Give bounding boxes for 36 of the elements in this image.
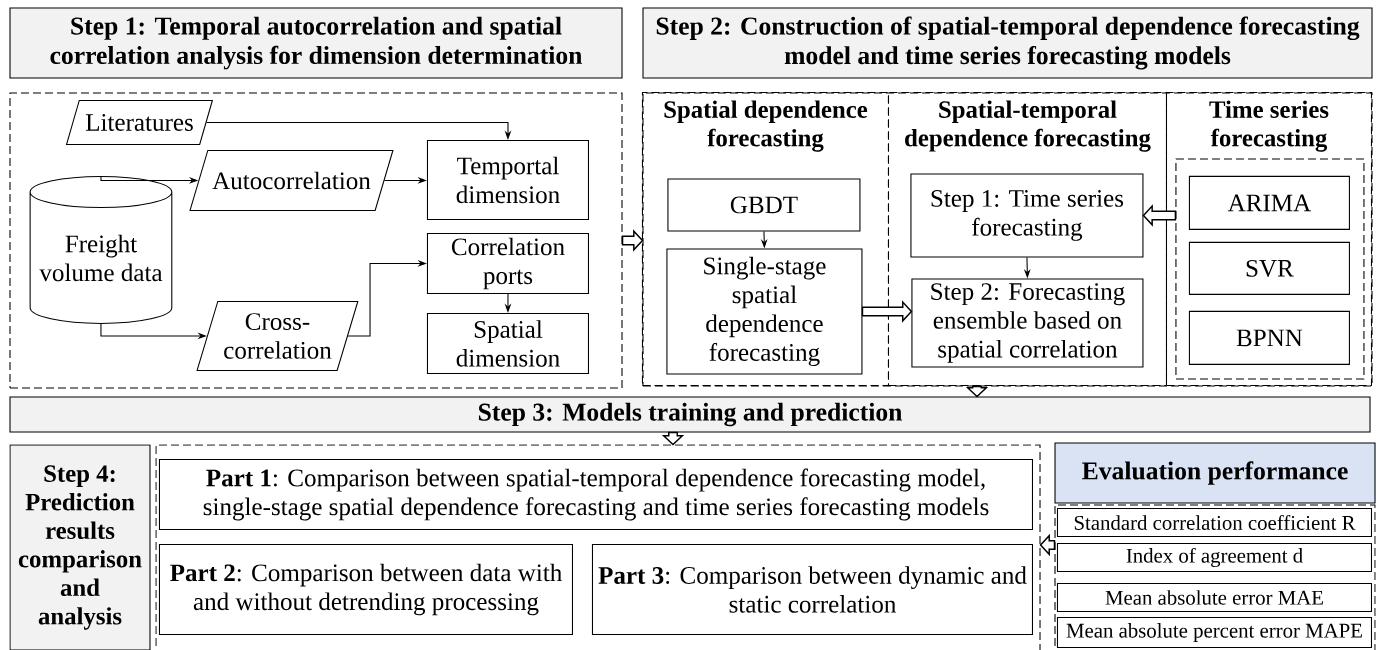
process-box: Single-stage spatial dependence forecasting <box>666 248 863 375</box>
data-cylinder: Freight volume data <box>29 175 173 324</box>
process-box: Step 2: Forecasting ensemble based on spatial correlation <box>911 278 1144 368</box>
dashed-panel <box>9 92 623 389</box>
block-arrow <box>661 431 685 446</box>
process-box: BPNN <box>1188 310 1350 365</box>
step-box: Step 4: Prediction results comparison and analysis <box>9 444 151 650</box>
process-box: SVR <box>1188 241 1350 295</box>
metric-box: Standard correlation coefficient R <box>1056 507 1372 537</box>
dashed-panel <box>642 92 1373 387</box>
input-parallelogram: Cross-correlation <box>196 300 359 371</box>
step-bar: Step 3: Models training and prediction <box>9 396 1371 433</box>
part-box: Part 2: Comparison between data with and without detrending processing <box>158 543 573 635</box>
metric-box: Mean absolute error MAE <box>1056 582 1372 612</box>
part-box: Part 1: Comparison between spatial-temporal dependence forecasting model, single-stage spatial dependence forecasting and time series forecasting models <box>158 458 1033 530</box>
process-box: Temportal dimension <box>426 139 589 220</box>
header-box: Step 1: Temporal autocorrelation and spatial correlation analysis for dimension determination <box>9 7 623 79</box>
title-box: Evaluation performance <box>1054 442 1376 504</box>
metric-box: Index of agreement d <box>1056 542 1372 572</box>
block-arrow <box>1039 533 1056 557</box>
header-box: Step 2: Construction of spatial-temporal dependence forecasting model and time series forecasting models <box>642 7 1373 79</box>
process-box: Spatial dimension <box>426 312 589 374</box>
block-arrow <box>621 229 644 252</box>
process-box: ARIMA <box>1188 175 1350 230</box>
process-box: Correlation ports <box>426 232 589 294</box>
dashed-panel <box>155 444 1041 650</box>
input-parallelogram: Autocorrelation <box>189 149 394 211</box>
process-box: Step 1: Time series forecasting <box>910 173 1144 258</box>
dashed-panel <box>1175 158 1365 380</box>
block-arrow <box>965 385 989 398</box>
process-box: GBDT <box>667 178 861 232</box>
part-box: Part 3: Comparison between dynamic and static correlation <box>591 543 1033 635</box>
block-arrow <box>861 300 913 323</box>
metric-box: Mean absolute percent error MAPE <box>1056 616 1372 648</box>
block-arrow <box>1142 204 1177 227</box>
dashed-panel <box>1054 504 1376 650</box>
